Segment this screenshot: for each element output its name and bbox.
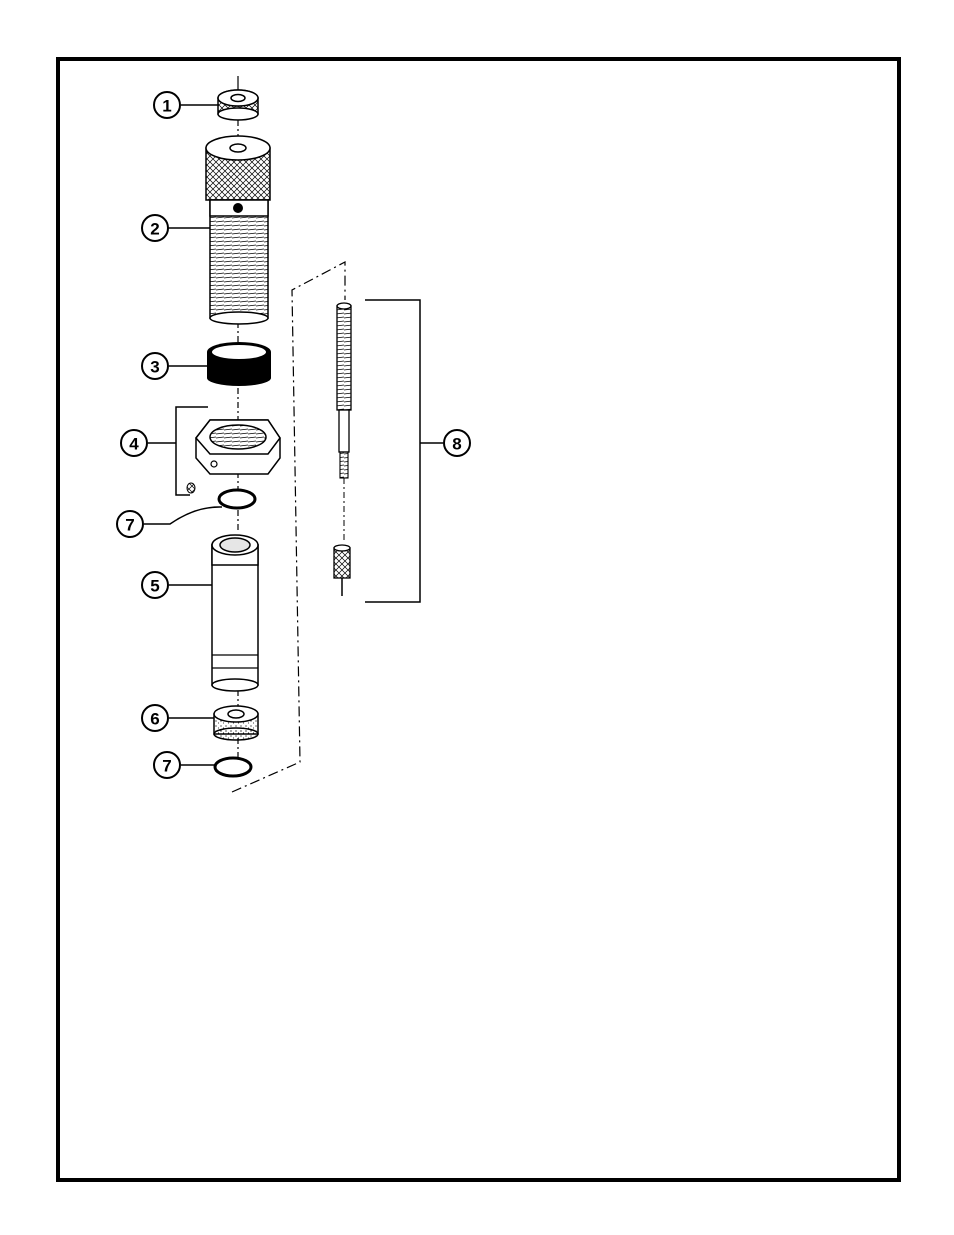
callout-4-label: 4	[129, 435, 139, 454]
callout-5-label: 5	[150, 577, 159, 596]
callout-3: 3	[142, 353, 168, 379]
part-6-bushing	[214, 706, 258, 740]
callout-2-label: 2	[150, 220, 159, 239]
part-2-die-body	[206, 136, 270, 324]
part-1-lock-nut	[218, 90, 258, 120]
callout-8: 8	[444, 430, 470, 456]
part-4-hex-lock-ring	[187, 420, 280, 493]
callout-7-upper: 7	[117, 511, 143, 537]
part-8-decapping-rod	[334, 303, 351, 596]
callout-5: 5	[142, 572, 168, 598]
callout-6: 6	[142, 705, 168, 731]
callout-7-upper-label: 7	[125, 516, 134, 535]
part-7-o-ring-lower	[215, 758, 251, 776]
callout-6-label: 6	[150, 710, 159, 729]
part-8-bracket	[365, 300, 443, 602]
callout-1-label: 1	[162, 97, 171, 116]
callout-8-label: 8	[452, 435, 461, 454]
part-5-sleeve	[212, 535, 258, 691]
callout-7-lower-label: 7	[162, 757, 171, 776]
part-3-ring	[207, 342, 271, 386]
callout-7-lower: 7	[154, 752, 180, 778]
callout-4: 4	[121, 430, 147, 456]
callout-1: 1	[154, 92, 180, 118]
callout-2: 2	[142, 215, 168, 241]
part-7-o-ring-upper	[219, 490, 255, 508]
callout-3-label: 3	[150, 358, 159, 377]
